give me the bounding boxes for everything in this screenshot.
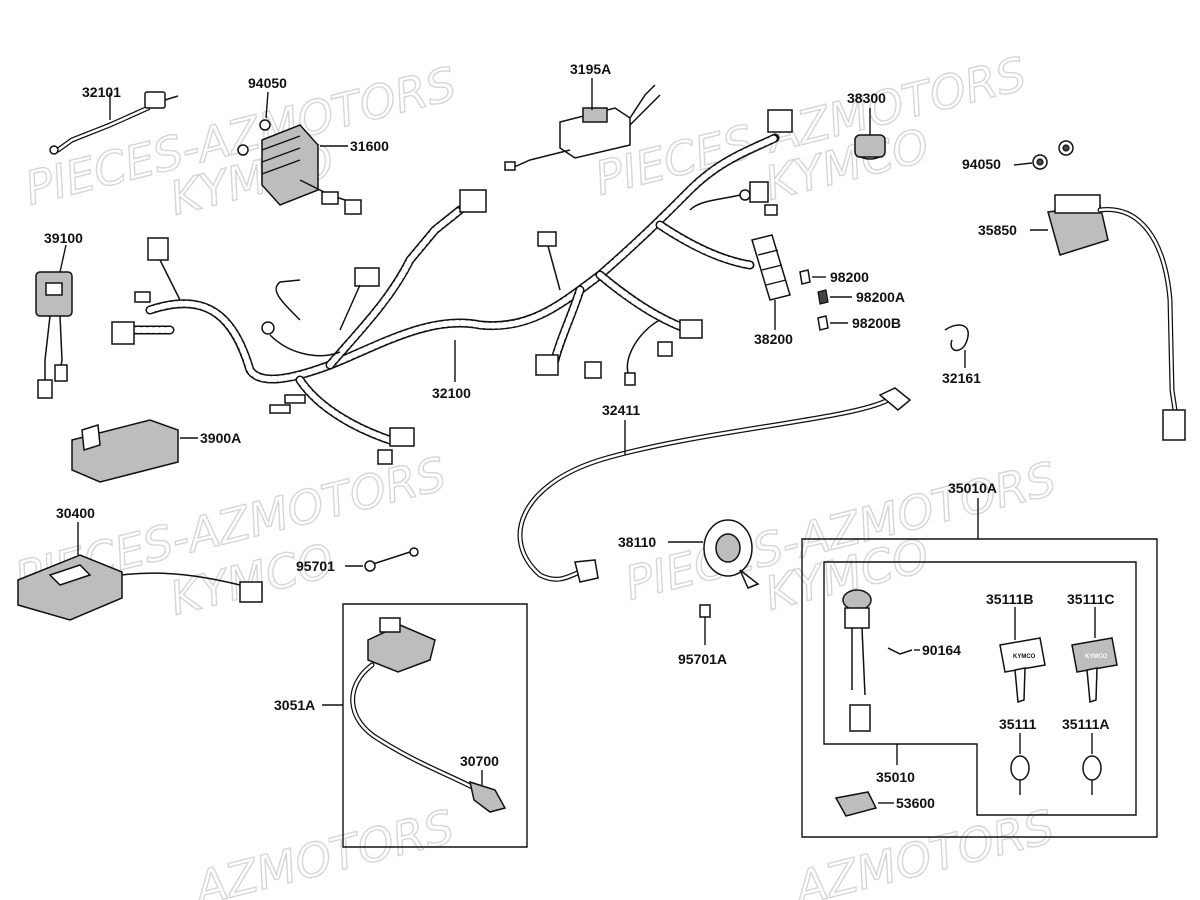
part-35111C-key [1071,607,1118,704]
part-94050-washer [237,91,271,156]
part-98200-terminal [799,269,826,285]
part-98200B-terminal [817,315,848,331]
part-label: 95701 [296,558,335,574]
part-35111B-key [999,607,1046,704]
part-90164-screw [887,647,920,655]
part-30400-ecu [17,522,263,621]
part-label: 3051A [274,697,315,713]
key-brand-text: KYMCO [1013,654,1036,660]
part-label: 90164 [922,642,961,658]
part-ignition-coil [350,617,507,813]
part-label: 94050 [962,156,1001,172]
part-label: 3900A [200,430,241,446]
part-label: 3195A [570,61,611,77]
part-label: 98200B [852,315,901,331]
part-label: 98200 [830,269,869,285]
part-label: 95701A [678,651,727,667]
part-32101-ground-cable [49,91,179,155]
part-label: 35010A [948,480,997,496]
part-label: 35111B [986,591,1034,607]
part-32411-cable [517,387,912,583]
part-35850-starter-relay [1030,194,1186,441]
part-label: 35111A [1062,716,1110,732]
part-label: 38200 [754,331,793,347]
part-label: 35850 [978,222,1017,238]
part-95701-bolt [345,547,419,572]
part-94050-nut [1013,140,1074,170]
part-35111A-key [1082,733,1102,795]
part-3900A-cdi-unit [71,419,198,483]
part-38200-fuse-block [751,234,791,330]
part-label: 32161 [942,370,981,386]
part-53600-cap [834,791,894,817]
part-label: 35111C [1067,591,1115,607]
part-38110-horn [668,519,760,589]
part-38300-switch [854,108,886,160]
part-95701A-bolt [699,604,711,645]
kit-35010-frame [823,561,1137,816]
part-39100-flasher [35,244,73,399]
part-3195A-relay [504,78,661,171]
part-label: 39100 [44,230,83,246]
part-label: 35111 [999,716,1037,732]
part-label: 32411 [602,402,640,418]
key-brand-text: KYMCO [1085,654,1108,660]
watermark-text: AZMOTORS [187,799,459,900]
part-35111-key [1010,733,1030,795]
kit-35010A-frame [801,538,1158,838]
part-label: 32100 [432,385,471,401]
part-label: 38110 [618,534,656,550]
part-35010-ignition-lock [842,589,898,765]
kit-3051A-frame [342,603,528,848]
part-label: 30700 [460,753,499,769]
part-label: 98200A [856,289,905,305]
part-32100-main-harness [111,109,793,465]
part-31600-regulator [261,124,362,215]
part-98200A-terminal [817,289,852,305]
part-label: 53600 [896,795,935,811]
part-32161-clamp [944,324,969,368]
part-label: 31600 [350,138,389,154]
part-label: 32101 [82,84,121,100]
part-label: 30400 [56,505,95,521]
part-label: 35010 [876,769,915,785]
part-label: 38300 [847,90,886,106]
part-label: 94050 [248,75,287,91]
